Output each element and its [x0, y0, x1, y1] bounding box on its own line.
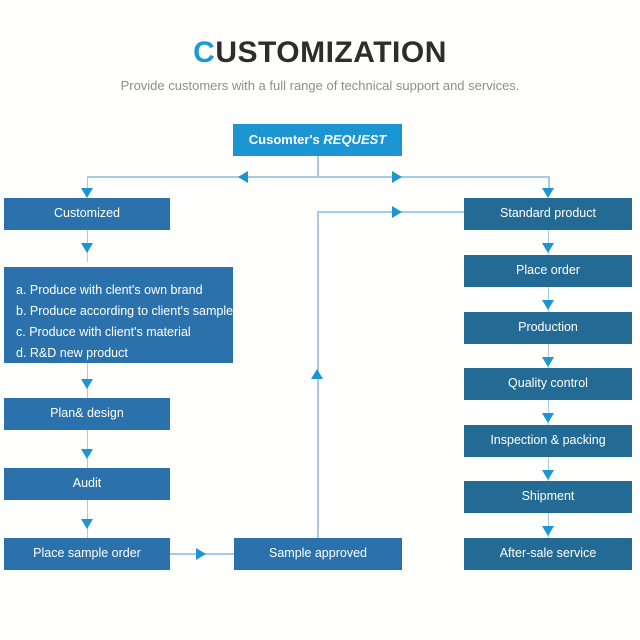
node-customization-options[interactable]: a. Produce with clent's own brand b. Pro… [4, 267, 233, 363]
arrowhead-options-to-plan [81, 379, 93, 389]
arrowhead-to-standard [542, 188, 554, 198]
arrowhead-audit-to-place-sample [81, 519, 93, 529]
node-production[interactable]: Production [464, 312, 632, 344]
connector-production-to-quality [547, 344, 549, 369]
connector-standard-to-place-order [547, 230, 549, 255]
node-after-sale-service[interactable]: After-sale service [464, 538, 632, 570]
page-title: CUSTOMIZATION [0, 36, 640, 70]
node-place-sample-order[interactable]: Place sample order [4, 538, 170, 570]
option-item-a: a. Produce with clent's own brand [16, 283, 203, 297]
arrowhead-customized-to-options [81, 243, 93, 253]
option-item-b: b. Produce according to client's sample [16, 304, 234, 318]
connector-bar-to-customized [86, 176, 88, 190]
arrowhead-plan-to-audit [81, 449, 93, 459]
connector-distribution-bar [87, 176, 549, 178]
node-inspection-packing[interactable]: Inspection & packing [464, 425, 632, 457]
arrowhead-approved-riser [311, 369, 323, 379]
connector-bar-to-standard [548, 176, 550, 190]
arrowhead-to-customized [81, 188, 93, 198]
arrowhead-approved-to-standard [392, 206, 402, 218]
arrowhead-shipment-to-after-sale [542, 526, 554, 536]
arrowhead-quality-to-inspection [542, 413, 554, 423]
connector-inspection-to-shipment [547, 457, 549, 482]
connector-shipment-to-after-sale [547, 513, 549, 538]
arrowhead-distribute-left [238, 171, 248, 183]
option-item-d: d. R&D new product [16, 346, 128, 360]
page-title-rest: USTOMIZATION [215, 36, 447, 69]
page-subtitle: Provide customers with a full range of t… [120, 78, 520, 93]
root-label-bold: Cusomter's [248, 131, 320, 147]
arrowhead-production-to-quality [542, 357, 554, 367]
option-item-c: c. Produce with client's material [16, 325, 191, 339]
node-quality-control[interactable]: Quality control [464, 368, 632, 400]
connector-quality-to-inspection [547, 400, 549, 425]
node-standard-product[interactable]: Standard product [464, 198, 632, 230]
node-audit[interactable]: Audit [4, 468, 170, 500]
page-title-accent-letter: C [193, 36, 216, 69]
arrowhead-place-order-to-production [542, 300, 554, 310]
root-label-italic: REQUEST [323, 131, 387, 147]
node-customer-request[interactable]: Cusomter's REQUEST [233, 124, 402, 156]
connector-approved-to-standard [317, 211, 464, 213]
node-place-order[interactable]: Place order [464, 255, 632, 287]
node-plan-design[interactable]: Plan& design [4, 398, 170, 430]
node-shipment[interactable]: Shipment [464, 481, 632, 513]
arrowhead-distribute-right [392, 171, 402, 183]
arrowhead-sample-order-to-approved [196, 548, 206, 560]
arrowhead-inspection-to-shipment [542, 470, 554, 480]
connector-root-stem [317, 156, 319, 177]
connector-place-order-to-production [547, 287, 549, 312]
arrowhead-standard-to-place-order [542, 243, 554, 253]
node-customized[interactable]: Customized [4, 198, 170, 230]
node-sample-approved[interactable]: Sample approved [234, 538, 402, 570]
